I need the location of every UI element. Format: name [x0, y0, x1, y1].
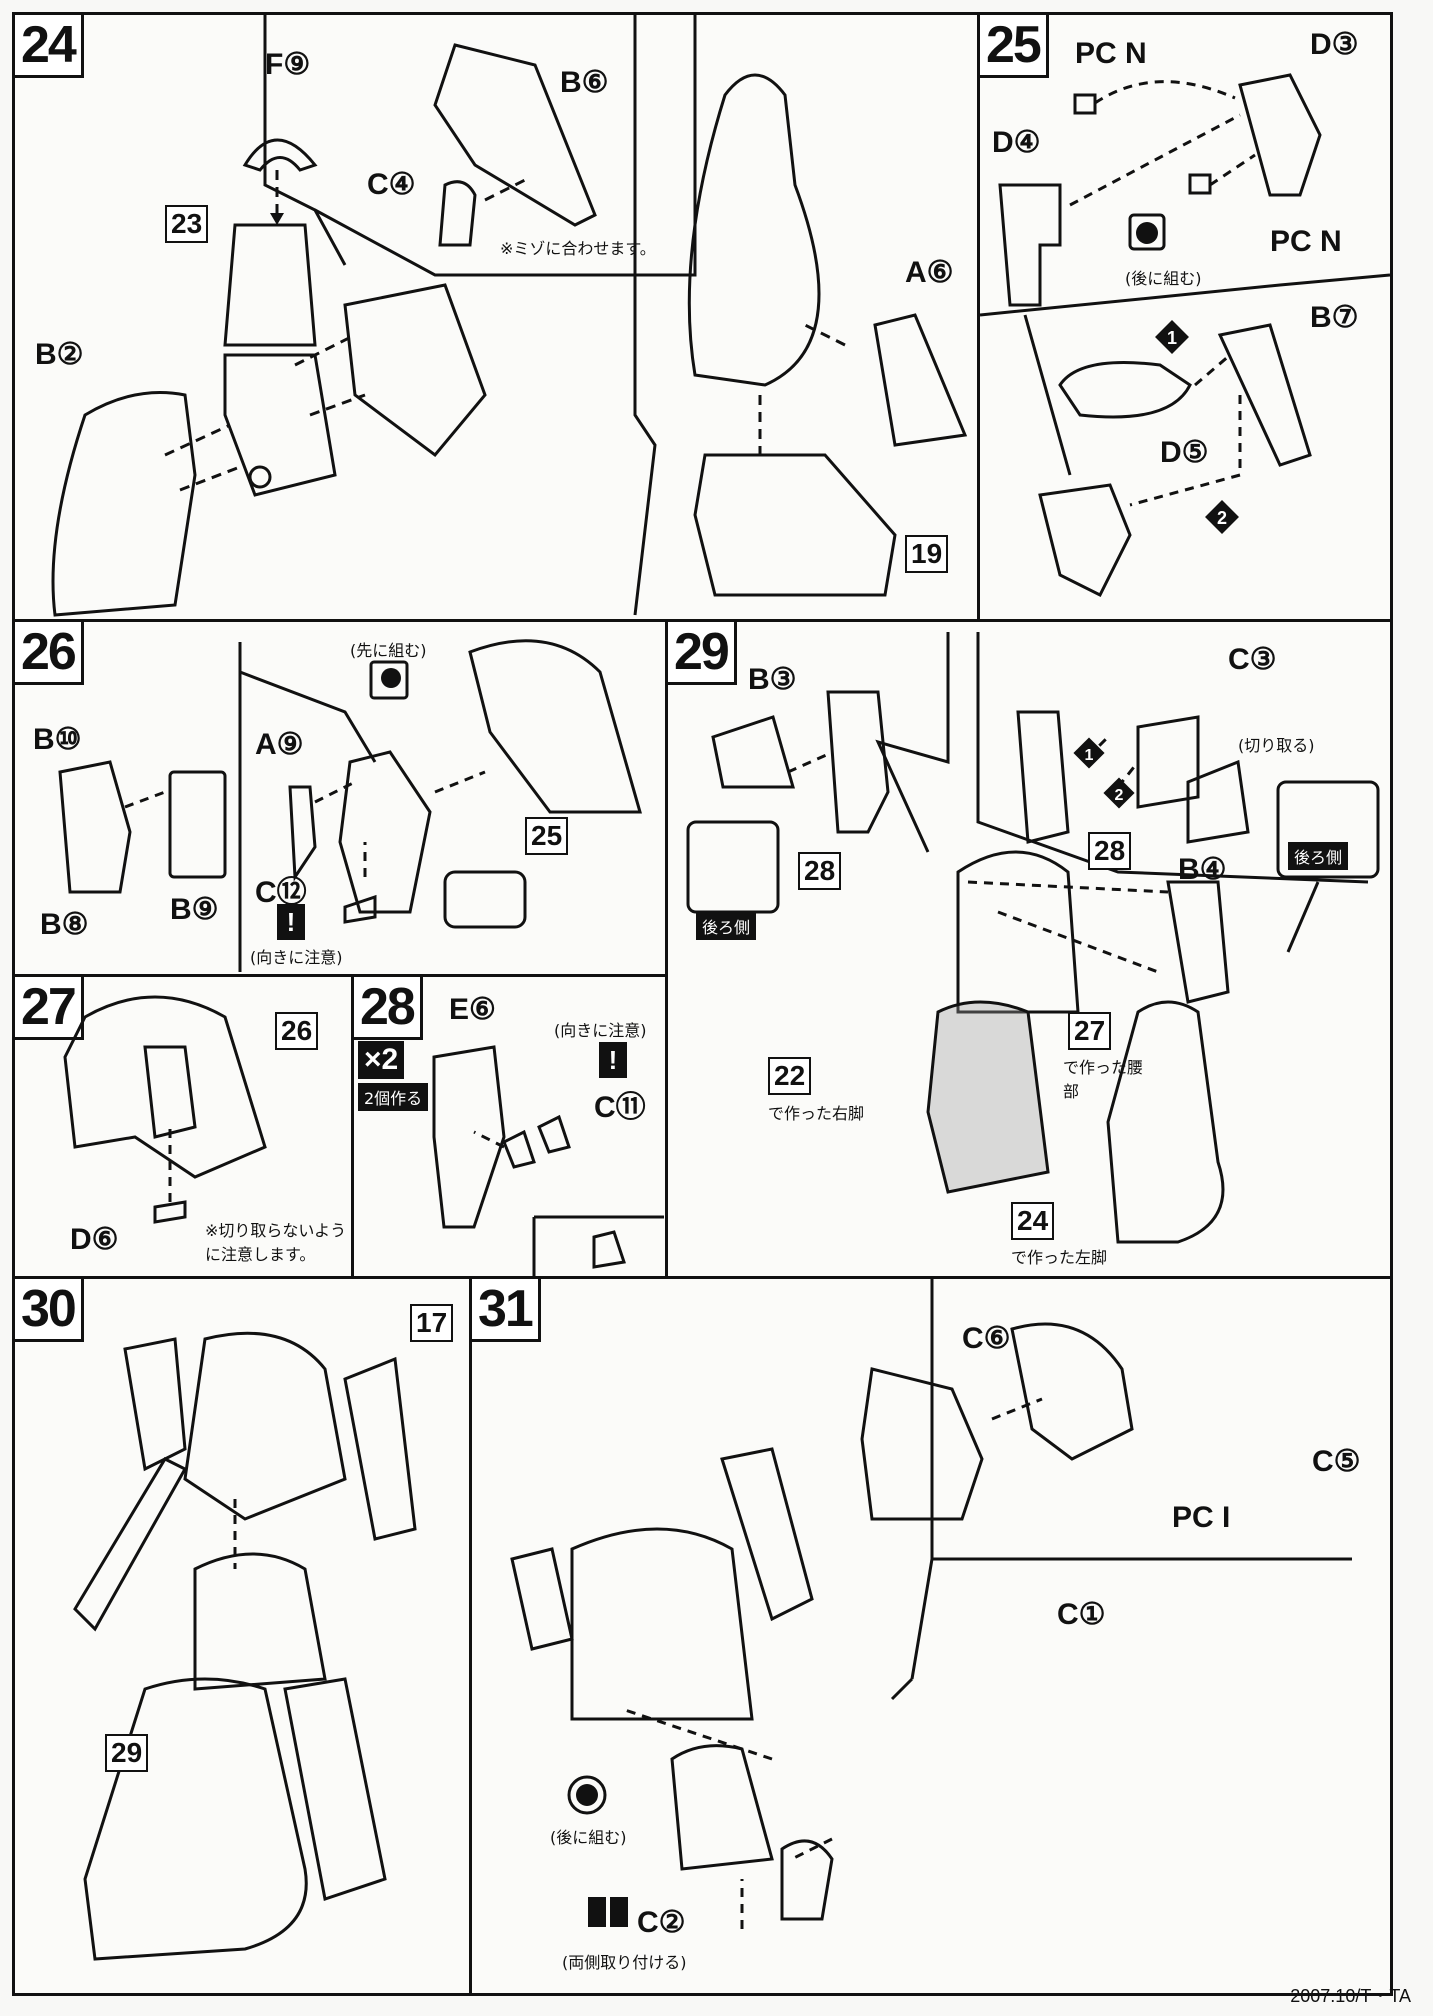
part-c5: C⑤: [1312, 1445, 1361, 1478]
ref-step-25: 25: [525, 817, 569, 855]
cut-note: (切り取る): [1238, 736, 1315, 755]
step-number: 30: [15, 1279, 84, 1342]
order-2: 2: [1115, 787, 1124, 804]
step-30-panel: 30 17 29: [12, 1276, 472, 1996]
part-a6: A⑥: [905, 256, 954, 289]
step-24-panel: 24: [12, 12, 980, 622]
ref-step-27: 27: [1068, 1012, 1112, 1050]
order-1: 1: [1167, 328, 1177, 348]
ref-step-28-left: 28: [798, 852, 842, 890]
caution-icon: !: [277, 904, 305, 940]
step-25-panel: 25: [977, 12, 1393, 622]
ref-step-24: 24: [1011, 1202, 1055, 1240]
step-number: 27: [15, 977, 84, 1040]
assemble-later-note: (後に組む): [1125, 269, 1202, 288]
step-number: 29: [668, 622, 737, 685]
step-27-panel: 27 26 D⑥ ※切り取らないように注意します。: [12, 974, 354, 1279]
part-pcn-top: PC N: [1075, 37, 1147, 70]
caution-icon: !: [599, 1042, 627, 1078]
part-b8: B⑧: [40, 908, 89, 941]
ref-step-28-right: 28: [1088, 832, 1132, 870]
part-e6: E⑥: [449, 993, 496, 1026]
step-25-illustration: 1 2: [980, 73, 1390, 598]
part-c6: C⑥: [962, 1322, 1011, 1355]
part-f9: F⑨: [265, 48, 311, 81]
step-number: 26: [15, 622, 84, 685]
part-c3: C③: [1228, 643, 1277, 676]
quantity-badge: ×2: [358, 1041, 405, 1079]
part-b4: B④: [1178, 853, 1227, 886]
step-29-panel: 29: [665, 619, 1393, 1279]
part-d5: D⑤: [1160, 436, 1209, 469]
step-26-illustration: [58, 639, 642, 972]
part-d6: D⑥: [70, 1223, 119, 1256]
part-b3: B③: [748, 663, 797, 696]
step-number: 28: [354, 977, 423, 1040]
part-c12: C⑫: [255, 876, 307, 909]
left-leg-note: で作った左脚: [1011, 1248, 1108, 1267]
part-d3: D③: [1310, 28, 1359, 61]
part-d4: D④: [992, 126, 1041, 159]
step-number: 25: [980, 15, 1049, 78]
ref-step-17: 17: [410, 1304, 454, 1342]
print-code: 2007.10/T・TA: [1290, 1986, 1411, 2006]
step-number: 31: [472, 1279, 541, 1342]
step-31-illustration: [510, 1279, 1352, 1929]
step-28-panel: 28 ×2 2個作る E⑥ (向きに注意) ! C⑪: [351, 974, 668, 1279]
step-number: 24: [15, 15, 84, 78]
part-pcn-bottom: PC N: [1270, 225, 1342, 258]
part-c4: C④: [367, 168, 416, 201]
part-c2: C②: [637, 1906, 686, 1939]
attach-both-sides-note: (両側取り付ける): [562, 1953, 687, 1972]
ref-step-26: 26: [275, 1012, 319, 1050]
step-30-illustration: [73, 1331, 417, 1961]
ref-step-29: 29: [105, 1734, 149, 1772]
part-a9: A⑨: [255, 728, 304, 761]
make-two-note: 2個作る: [358, 1083, 429, 1111]
part-c1: C①: [1057, 1598, 1106, 1631]
part-b10: B⑩: [33, 723, 82, 756]
step-27-illustration: [63, 995, 267, 1224]
step-28-illustration: [432, 1045, 664, 1276]
step-24-illustration: [51, 15, 968, 617]
back-side-label-right: 後ろ側: [1288, 842, 1349, 870]
waist-note: で作った腰部: [1063, 1058, 1144, 1101]
right-leg-note: で作った右脚: [768, 1104, 865, 1123]
ref-step-23: 23: [165, 205, 209, 243]
groove-note: ※ミゾに合わせます。: [500, 239, 656, 258]
part-b9: B⑨: [170, 893, 219, 926]
part-b7: B⑦: [1310, 301, 1359, 334]
order-2: 2: [1217, 508, 1227, 528]
back-side-label-left: 後ろ側: [696, 912, 757, 940]
step-29-illustration: 1 2: [686, 632, 1380, 1244]
ref-step-19: 19: [905, 535, 949, 573]
step-31-panel: 31: [469, 1276, 1393, 1996]
part-b2: B②: [35, 338, 84, 371]
do-not-cut-note: ※切り取らないように注意します。: [205, 1221, 347, 1264]
direction-note: (向きに注意): [250, 948, 343, 967]
step-26-panel: 26 B⑩ B⑧ B⑨ A: [12, 619, 668, 977]
direction-note: (向きに注意): [554, 1021, 647, 1040]
part-b6: B⑥: [560, 66, 609, 99]
part-c11: C⑪: [594, 1091, 646, 1124]
assemble-later-note: (後に組む): [550, 1828, 627, 1847]
part-pci: PC I: [1172, 1501, 1231, 1534]
ref-step-22: 22: [768, 1057, 812, 1095]
assemble-first-note: (先に組む): [350, 641, 427, 660]
order-1: 1: [1085, 747, 1094, 764]
